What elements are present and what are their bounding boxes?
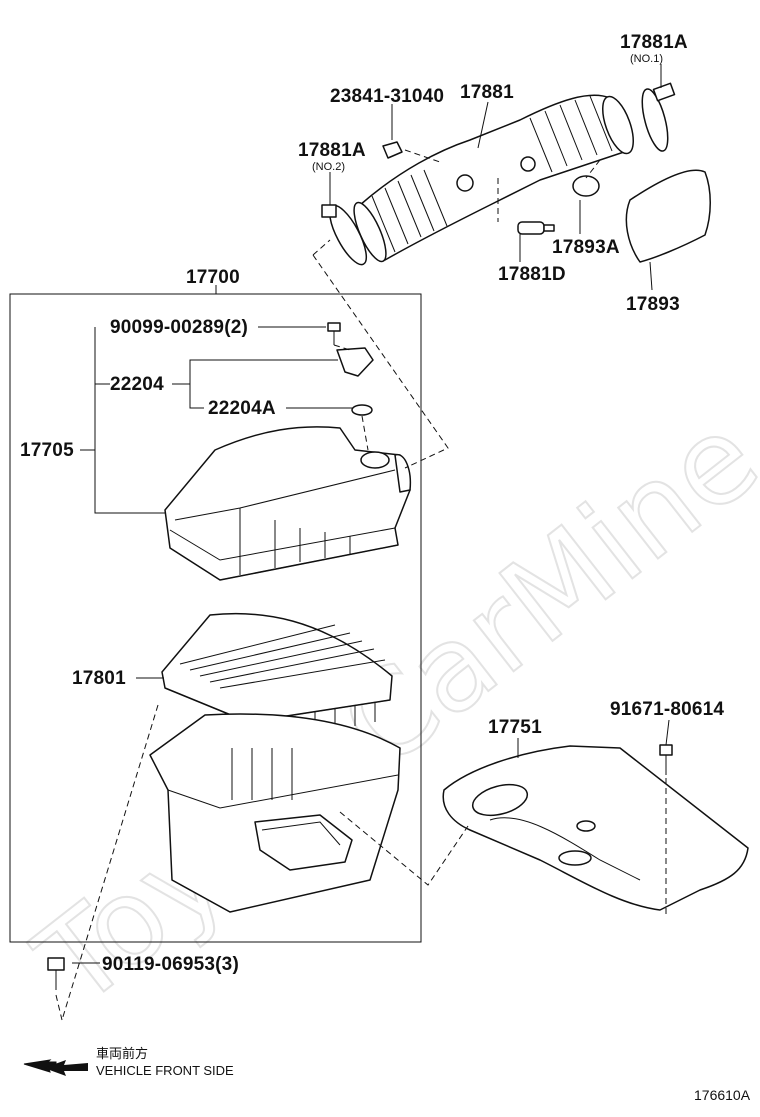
vehicle-front-arrow bbox=[23, 1059, 88, 1076]
cleaner-cap-17705[interactable] bbox=[164, 426, 412, 581]
connection-line-17893A bbox=[585, 159, 601, 179]
filter-element-17801[interactable] bbox=[161, 612, 393, 745]
leader-17705-bracket bbox=[94, 327, 165, 514]
label-17893: 17893 bbox=[626, 294, 680, 315]
label-90119-06953: 90119-06953(3) bbox=[102, 954, 239, 975]
label-17700: 17700 bbox=[186, 267, 240, 288]
intake-hose-17881[interactable] bbox=[348, 93, 640, 266]
diagram-code: 176610A bbox=[694, 1087, 751, 1103]
mass-air-flow-sensor-22204[interactable] bbox=[336, 347, 374, 377]
connection-line-clip bbox=[404, 149, 441, 163]
label-90099-00289: 90099-00289(2) bbox=[110, 317, 248, 338]
label-17705: 17705 bbox=[20, 440, 74, 461]
label-22204A: 22204A bbox=[208, 398, 276, 419]
label-17893A: 17893A bbox=[552, 237, 620, 258]
clamp-17893A[interactable] bbox=[572, 175, 600, 197]
screw-90099-00289[interactable] bbox=[327, 322, 341, 345]
label-17881A-no2-note: (NO.2) bbox=[312, 161, 345, 173]
leader-17881 bbox=[477, 101, 489, 149]
clamp-17881A-no2[interactable] bbox=[321, 201, 373, 270]
connection-line-screw bbox=[333, 344, 351, 351]
label-17881A-no1: 17881A bbox=[620, 32, 688, 53]
connection-line-case-duct bbox=[339, 811, 469, 886]
label-23841-31040: 23841-31040 bbox=[330, 86, 444, 107]
label-17881: 17881 bbox=[460, 82, 514, 103]
label-17881A-no1-note: (NO.1) bbox=[630, 53, 663, 65]
o-ring-22204A[interactable] bbox=[351, 404, 373, 416]
clip-23841-31040[interactable] bbox=[382, 141, 403, 159]
nipple-17881D[interactable] bbox=[517, 221, 555, 235]
connection-line-hose-cap bbox=[312, 254, 449, 469]
bolt-90119-06953[interactable] bbox=[47, 957, 65, 990]
bolt-91671-80614[interactable] bbox=[659, 744, 673, 775]
leader-22204 bbox=[172, 359, 338, 409]
label-17881A-no2: 17881A bbox=[298, 140, 366, 161]
inlet-duct-17751[interactable] bbox=[442, 745, 749, 911]
connection-line-clamp bbox=[312, 239, 331, 256]
watermark-text: ToyotaCarMine.ru bbox=[11, 289, 760, 1033]
label-17881D: 17881D bbox=[498, 264, 566, 285]
direction-note-en: VEHICLE FRONT SIDE bbox=[96, 1063, 234, 1078]
connection-line-bolt-tip bbox=[55, 994, 63, 1021]
label-17801: 17801 bbox=[72, 668, 126, 689]
direction-note-jp: 車両前方 bbox=[96, 1046, 148, 1061]
cleaner-case-lower[interactable] bbox=[149, 713, 401, 913]
resonator-17893[interactable] bbox=[625, 169, 711, 263]
connection-line-oring bbox=[361, 415, 369, 451]
connection-line-case-bolt bbox=[61, 704, 159, 1021]
label-91671-80614: 91671-80614 bbox=[610, 699, 724, 720]
leader-91671 bbox=[665, 719, 670, 746]
clamp-17881A-no1[interactable] bbox=[637, 82, 676, 153]
label-17751: 17751 bbox=[488, 717, 542, 738]
label-22204: 22204 bbox=[110, 374, 164, 395]
leader-17893 bbox=[649, 261, 653, 291]
